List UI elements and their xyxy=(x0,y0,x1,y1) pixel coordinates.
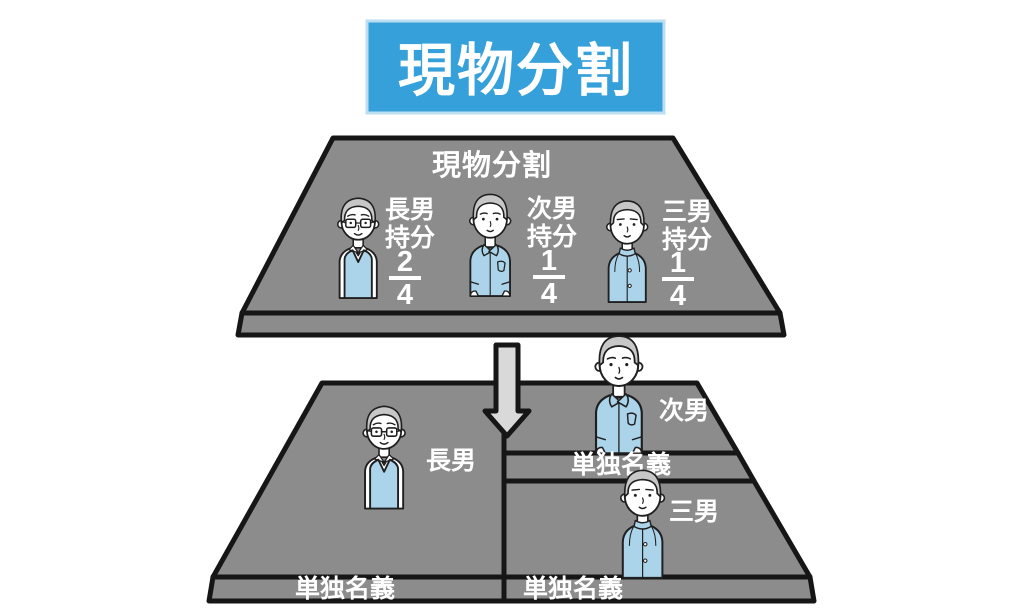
member-eldest-son: 長男 持分 2 4 xyxy=(336,196,435,311)
share-denominator: 4 xyxy=(397,279,413,311)
divided-land-platform xyxy=(206,380,817,604)
member-second-son: 次男 持分 1 4 xyxy=(468,193,577,310)
shared-land-platform: 現物分割 長男 持分 2 4 次男 持分 1 4 三男 持分 1 4 xyxy=(235,135,787,338)
shared-land-label: 現物分割 xyxy=(432,148,552,182)
owner-label-third: 三男 xyxy=(669,498,719,526)
plot-eldest-son xyxy=(210,380,507,580)
member-share-label: 持分 xyxy=(662,226,712,254)
owner-label-eldest: 長男 xyxy=(426,447,476,475)
page-title: 現物分割 xyxy=(398,39,634,103)
member-share-label: 持分 xyxy=(385,224,435,252)
ownership-label-eldest: 単独名義 xyxy=(295,574,395,603)
ownership-label-second: 単独名義 xyxy=(571,450,671,479)
down-arrow-icon xyxy=(482,342,532,439)
member-name: 三男 xyxy=(662,198,712,226)
share-numerator: 1 xyxy=(541,245,557,277)
member-third-son: 三男 持分 1 4 xyxy=(605,198,712,312)
share-denominator: 4 xyxy=(670,280,686,312)
share-numerator: 2 xyxy=(397,246,413,278)
section-third-son: 三男 単独名義 xyxy=(523,469,719,603)
owner-label-second: 次男 xyxy=(659,397,709,425)
section-eldest-son: 長男 単独名義 xyxy=(295,405,476,603)
member-name: 長男 xyxy=(385,196,435,224)
ownership-label-third: 単独名義 xyxy=(523,574,623,603)
member-name: 次男 xyxy=(527,195,577,223)
share-denominator: 4 xyxy=(541,278,557,310)
member-share-label: 持分 xyxy=(527,223,577,251)
title-banner-box xyxy=(365,19,666,115)
shared-land-edge xyxy=(235,310,787,338)
title-banner: 現物分割 xyxy=(365,19,666,115)
section-second-son: 次男 単独名義 xyxy=(571,334,709,479)
share-numerator: 1 xyxy=(670,247,686,279)
